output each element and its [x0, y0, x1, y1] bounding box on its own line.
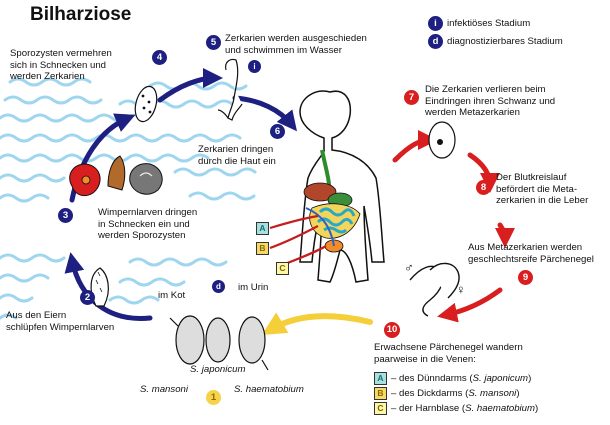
vein-text-b: – des Dickdarms (S. mansoni)	[391, 387, 520, 399]
diagnostic-badge: d	[428, 34, 443, 49]
step-8-badge: 8	[476, 180, 491, 195]
vein-key-a: A	[374, 372, 387, 385]
yellow-arrow	[261, 312, 373, 335]
blue-cycle-arrows	[64, 68, 298, 321]
egg-label-haematobium: S. haematobium	[234, 384, 304, 395]
body-label-b: B	[256, 242, 269, 255]
body-label-a: A	[256, 222, 269, 235]
step-7-badge: 7	[404, 90, 419, 105]
eggs-feces-label: im Kot	[158, 290, 186, 301]
eggs-drawing	[169, 315, 269, 371]
step-6-badge: 6	[270, 124, 285, 139]
adult-worm-pair	[409, 262, 460, 317]
vein-item-b: B – des Dickdarms (S. mansoni)	[374, 387, 520, 400]
eggs-urine-label: im Urin	[238, 282, 269, 293]
vein-key-c: C	[374, 402, 387, 415]
infective-label: infektiöses Stadium	[447, 17, 531, 29]
vein-text-c: – der Harnblase (S. haematobium)	[391, 402, 539, 414]
vein-item-c: C – der Harnblase (S. haematobium)	[374, 402, 538, 415]
human-body	[299, 90, 385, 283]
metacercaria	[428, 121, 456, 159]
legend-diagnostic: d diagnostizierbares Stadium	[428, 34, 563, 49]
step-9-badge: 9	[518, 270, 533, 285]
egg-label-mansoni: S. mansoni	[140, 384, 188, 395]
diagnostic-label: diagnostizierbares Stadium	[447, 35, 563, 47]
vein-item-a: A – des Dünndarms (S. japonicum)	[374, 372, 531, 385]
vein-text-a: – des Dünndarms (S. japonicum)	[391, 372, 532, 384]
sporocyst	[134, 85, 158, 123]
egg-diagnostic-badge: d	[212, 280, 225, 293]
egg-label-japonicum: S. japonicum	[190, 364, 246, 375]
infective-badge: i	[428, 16, 443, 31]
step-3-badge: 3	[58, 208, 73, 223]
step-4-badge: 4	[152, 50, 167, 65]
water-waves	[0, 77, 257, 320]
snails	[69, 155, 163, 196]
step-5-badge: 5	[206, 35, 221, 50]
cercaria	[217, 58, 243, 121]
diagram-title: Bilharziose	[30, 4, 132, 25]
step-1-badge: 1	[206, 390, 221, 405]
male-symbol: ♂	[404, 260, 414, 275]
female-symbol: ♀	[456, 282, 466, 297]
step-2-badge: 2	[80, 290, 95, 305]
cercaria-infective-badge: i	[248, 60, 261, 73]
body-label-c: C	[276, 262, 289, 275]
legend-infective: i infektiöses Stadium	[428, 16, 530, 31]
step-10-badge: 10	[384, 322, 400, 338]
vein-key-b: B	[374, 387, 387, 400]
